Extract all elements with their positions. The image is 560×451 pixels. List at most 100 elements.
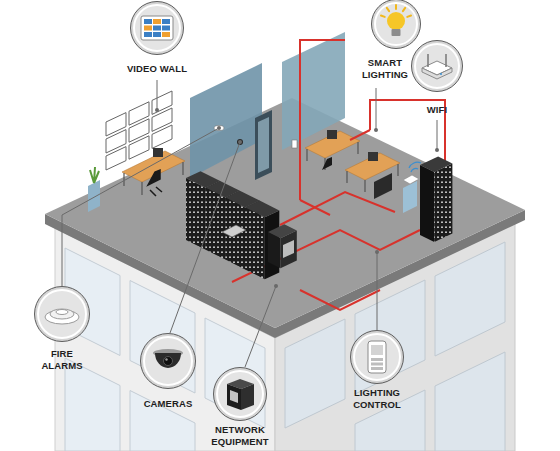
icon-camera-lens bbox=[164, 357, 173, 366]
server-rack bbox=[434, 164, 452, 243]
icon-panel bbox=[141, 16, 173, 40]
server-rack bbox=[420, 165, 434, 242]
circle-inner bbox=[134, 5, 180, 51]
icon-alarm-base bbox=[45, 310, 79, 324]
icon-box-left bbox=[227, 384, 241, 410]
leader-line bbox=[376, 88, 377, 130]
icon-bulb-base bbox=[392, 29, 401, 36]
leader-dot bbox=[155, 108, 159, 112]
circle-outline bbox=[411, 40, 463, 92]
icon-screen bbox=[144, 19, 152, 24]
icon-antenna bbox=[428, 54, 446, 67]
monitor bbox=[368, 152, 378, 161]
circle-outer bbox=[131, 2, 184, 55]
circle-outer bbox=[412, 41, 463, 92]
circle-outer bbox=[141, 334, 196, 389]
icon-screen bbox=[144, 26, 152, 31]
network-unit bbox=[268, 232, 281, 268]
callout-circle: FIRE ALARMS bbox=[34, 286, 90, 342]
callout-circle: NETWORK EQUIPMENT bbox=[213, 367, 267, 421]
icon-box-panel bbox=[230, 390, 238, 403]
circle-inner bbox=[217, 371, 263, 417]
partition-wall bbox=[190, 63, 262, 178]
callout-caption: FIRE ALARMS bbox=[35, 348, 89, 371]
leader-dot bbox=[274, 284, 278, 288]
desk-legs bbox=[307, 142, 358, 170]
circle-outline bbox=[350, 330, 404, 384]
callout-circle: CAMERAS bbox=[140, 333, 196, 389]
callout-label: LIGHTING CONTROL bbox=[346, 387, 408, 410]
leader-dot bbox=[374, 128, 378, 132]
monitor bbox=[327, 130, 337, 139]
icon-bulb bbox=[387, 12, 405, 30]
icon-screen bbox=[153, 32, 161, 37]
callout-icon bbox=[141, 16, 173, 40]
window bbox=[285, 319, 345, 428]
icon-screen bbox=[162, 32, 170, 37]
leader-line bbox=[245, 286, 276, 367]
leader-dot bbox=[435, 148, 439, 152]
callout-label: FIRE ALARMS bbox=[35, 348, 89, 371]
plant bbox=[90, 167, 99, 183]
callout-label: VIDEO WALL bbox=[112, 63, 202, 75]
server-rack bbox=[420, 157, 452, 173]
callout-caption: NETWORK EQUIPMENT bbox=[209, 424, 271, 447]
cable bbox=[350, 130, 370, 140]
callout-caption: WIFI bbox=[415, 104, 459, 116]
callout-icon bbox=[422, 54, 452, 79]
callout-label: SMART LIGHTING bbox=[354, 57, 416, 80]
cabinet bbox=[403, 181, 417, 213]
circle-outer bbox=[214, 368, 267, 421]
icon-alarm-top bbox=[56, 310, 68, 315]
circle-outer bbox=[35, 287, 90, 342]
icon-box-right bbox=[241, 384, 254, 410]
leader-lines bbox=[62, 80, 437, 367]
circle-inner bbox=[38, 290, 86, 338]
circle-outline bbox=[371, 0, 421, 49]
server-rack bbox=[245, 201, 279, 218]
wifi-router bbox=[403, 175, 419, 184]
door-glass bbox=[258, 117, 269, 173]
cable bbox=[300, 290, 380, 310]
circle-inner bbox=[375, 3, 417, 45]
circle-outer bbox=[351, 331, 404, 384]
icon-alarm-ring bbox=[50, 309, 74, 319]
callout-icon bbox=[153, 349, 183, 368]
camera-device bbox=[237, 139, 243, 145]
icon-screen bbox=[162, 19, 170, 24]
icon-screen bbox=[153, 26, 161, 31]
icon-screen bbox=[162, 26, 170, 31]
icon-control-screen bbox=[371, 345, 383, 355]
video-screen bbox=[152, 125, 172, 148]
callout-circle: WIFI bbox=[411, 40, 463, 92]
icon-camera-glint bbox=[165, 358, 167, 360]
leader-dot bbox=[375, 250, 379, 254]
leader-line bbox=[377, 252, 378, 330]
callout-label: WIFI bbox=[415, 104, 459, 116]
icon-ray bbox=[403, 8, 405, 11]
server-rack bbox=[186, 178, 206, 250]
icon-ray bbox=[387, 8, 389, 11]
callout-caption: VIDEO WALL bbox=[112, 63, 202, 75]
network-unit-panel bbox=[283, 240, 294, 258]
monitor bbox=[153, 148, 163, 157]
callout-icon bbox=[381, 5, 411, 36]
icon-ray bbox=[395, 5, 397, 9]
circle-outline bbox=[140, 333, 196, 389]
callout-caption: SMART LIGHTING bbox=[354, 57, 416, 80]
leader-line bbox=[170, 142, 240, 333]
server-rack bbox=[245, 207, 265, 279]
window bbox=[65, 358, 120, 451]
callout-icon bbox=[227, 379, 254, 410]
icon-control-body bbox=[368, 341, 386, 373]
icon-ray bbox=[381, 16, 385, 17]
circle-inner bbox=[415, 44, 459, 88]
desk bbox=[305, 131, 360, 158]
callout-circle: VIDEO WALL bbox=[130, 1, 184, 55]
window bbox=[130, 281, 195, 394]
cabinet bbox=[88, 180, 100, 212]
icon-screen bbox=[153, 19, 161, 24]
door bbox=[255, 110, 272, 180]
